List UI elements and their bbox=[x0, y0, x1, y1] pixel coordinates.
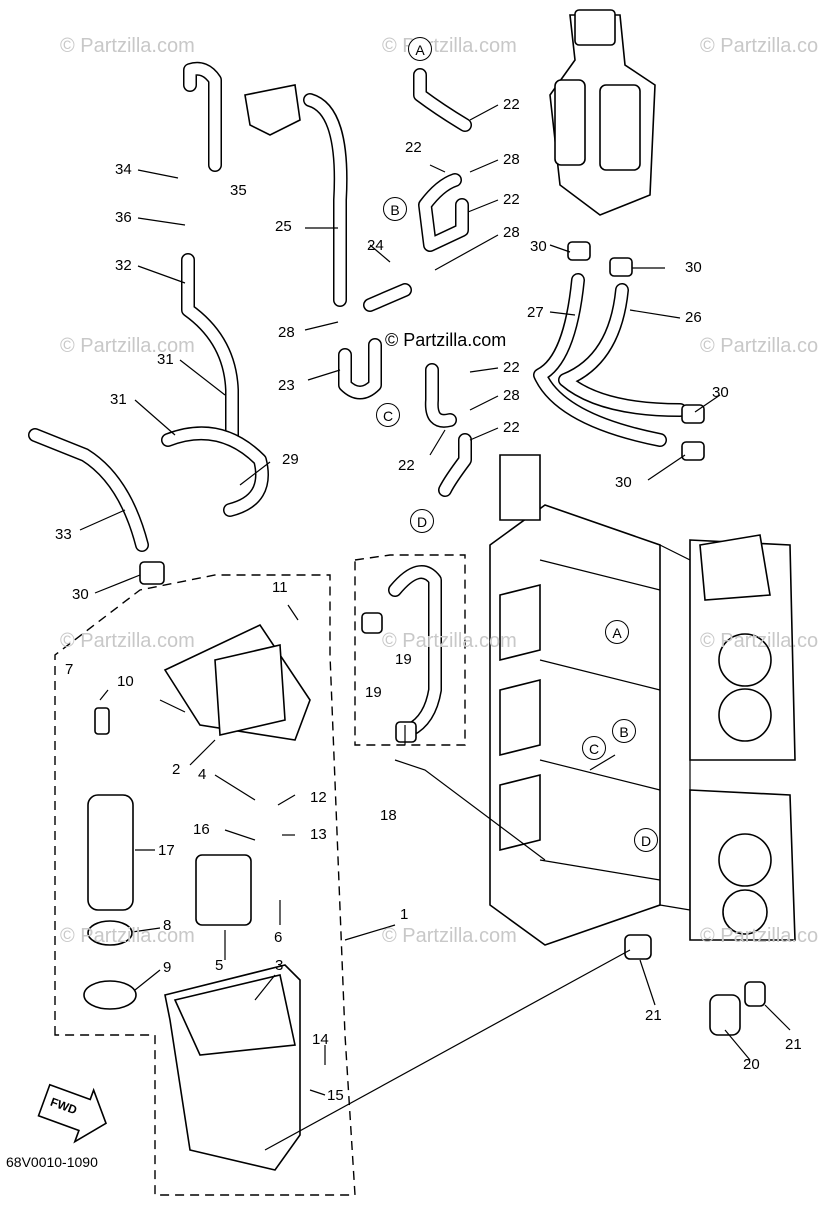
vapor-separator-tank bbox=[163, 623, 311, 1171]
connector-d-top: D bbox=[410, 509, 434, 533]
callout-22: 22 bbox=[398, 457, 415, 474]
callout-12: 12 bbox=[310, 789, 327, 806]
callout-29: 29 bbox=[282, 451, 299, 468]
callout-9: 9 bbox=[163, 959, 172, 976]
callout-22: 22 bbox=[503, 191, 520, 208]
callout-28: 28 bbox=[503, 151, 520, 168]
intake-manifold bbox=[489, 454, 691, 946]
callout-22: 22 bbox=[503, 96, 520, 113]
pump-band bbox=[83, 980, 137, 1010]
callout-28: 28 bbox=[278, 324, 295, 341]
fuel-pump-module bbox=[195, 854, 252, 926]
callout-28: 28 bbox=[503, 387, 520, 404]
callout-16: 16 bbox=[193, 821, 210, 838]
watermark: © Partzilla.com bbox=[700, 630, 818, 652]
connector-d-manifold: D bbox=[634, 828, 658, 852]
watermark: © Partzilla.com bbox=[700, 925, 818, 947]
callout-34: 34 bbox=[115, 161, 132, 178]
fwd-arrow-shape bbox=[37, 1083, 107, 1144]
clamps bbox=[139, 241, 766, 1036]
watermark: © Partzilla.com bbox=[382, 630, 517, 652]
callout-11: 11 bbox=[272, 579, 288, 596]
callout-21: 21 bbox=[785, 1036, 802, 1053]
callout-7: 7 bbox=[65, 661, 74, 678]
callout-22: 22 bbox=[405, 139, 422, 156]
callout-31: 31 bbox=[157, 351, 174, 368]
callout-30: 30 bbox=[685, 259, 702, 276]
spring bbox=[94, 707, 110, 735]
callout-22: 22 bbox=[503, 419, 520, 436]
group-1-outline bbox=[54, 574, 356, 1196]
connector-b-top: B bbox=[383, 197, 407, 221]
callout-2: 2 bbox=[172, 761, 181, 778]
pressure-regulator bbox=[244, 84, 301, 136]
callout-30: 30 bbox=[712, 384, 729, 401]
callout-24: 24 bbox=[367, 237, 384, 254]
throttle-bodies bbox=[689, 534, 796, 941]
callout-25: 25 bbox=[275, 218, 292, 235]
watermark: © Partzilla.com bbox=[60, 35, 195, 57]
callout-33: 33 bbox=[55, 526, 72, 543]
callout-22: 22 bbox=[503, 359, 520, 376]
callout-26: 26 bbox=[685, 309, 702, 326]
callout-36: 36 bbox=[115, 209, 132, 226]
callout-30: 30 bbox=[615, 474, 632, 491]
callout-17: 17 bbox=[158, 842, 175, 859]
connector-b-manifold: B bbox=[612, 719, 636, 743]
callout-20: 20 bbox=[743, 1056, 760, 1073]
connector-c-top: C bbox=[376, 403, 400, 427]
callout-35: 35 bbox=[230, 182, 247, 199]
callout-4: 4 bbox=[198, 766, 207, 783]
callout-23: 23 bbox=[278, 377, 295, 394]
watermark: © Partzilla.com bbox=[60, 630, 195, 652]
electric-fuel-pump bbox=[87, 794, 134, 911]
callout-14: 14 bbox=[312, 1031, 329, 1048]
watermark: © Partzilla.com bbox=[60, 925, 195, 947]
callout-19: 19 bbox=[365, 684, 382, 701]
callout-30: 30 bbox=[530, 238, 547, 255]
watermark: © Partzilla.com bbox=[700, 35, 818, 57]
callout-13: 13 bbox=[310, 826, 327, 843]
watermark: © Partzilla.com bbox=[382, 925, 517, 947]
drawing-code: 68V0010-1090 bbox=[6, 1154, 98, 1170]
callout-18: 18 bbox=[380, 807, 397, 824]
watermark: © Partzilla.com bbox=[60, 335, 195, 357]
callout-6: 6 bbox=[274, 929, 283, 946]
callout-10: 10 bbox=[117, 673, 134, 690]
callout-30: 30 bbox=[72, 586, 89, 603]
callout-31: 31 bbox=[110, 391, 127, 408]
copyright-notice: © Partzilla.com bbox=[385, 330, 507, 350]
connector-a-manifold: A bbox=[605, 620, 629, 644]
callout-19: 19 bbox=[395, 651, 412, 668]
leader-lines bbox=[79, 104, 791, 1151]
callout-21: 21 bbox=[645, 1007, 662, 1024]
watermark: © Partzilla.com bbox=[700, 335, 818, 357]
fuel-rail-assembly bbox=[549, 9, 656, 216]
hoses bbox=[28, 61, 687, 737]
callout-28: 28 bbox=[503, 224, 520, 241]
callout-3: 3 bbox=[275, 957, 284, 974]
callout-27: 27 bbox=[527, 304, 544, 321]
callout-8: 8 bbox=[163, 917, 172, 934]
callout-1: 1 bbox=[400, 906, 409, 923]
callout-5: 5 bbox=[215, 957, 224, 974]
watermark: © Partzilla.com bbox=[382, 35, 517, 57]
connector-c-manifold: C bbox=[582, 736, 606, 760]
pump-filter bbox=[87, 920, 133, 946]
callout-15: 15 bbox=[327, 1087, 344, 1104]
callout-32: 32 bbox=[115, 257, 132, 274]
connector-a-top: A bbox=[408, 37, 432, 61]
group-18-outline bbox=[354, 554, 466, 746]
